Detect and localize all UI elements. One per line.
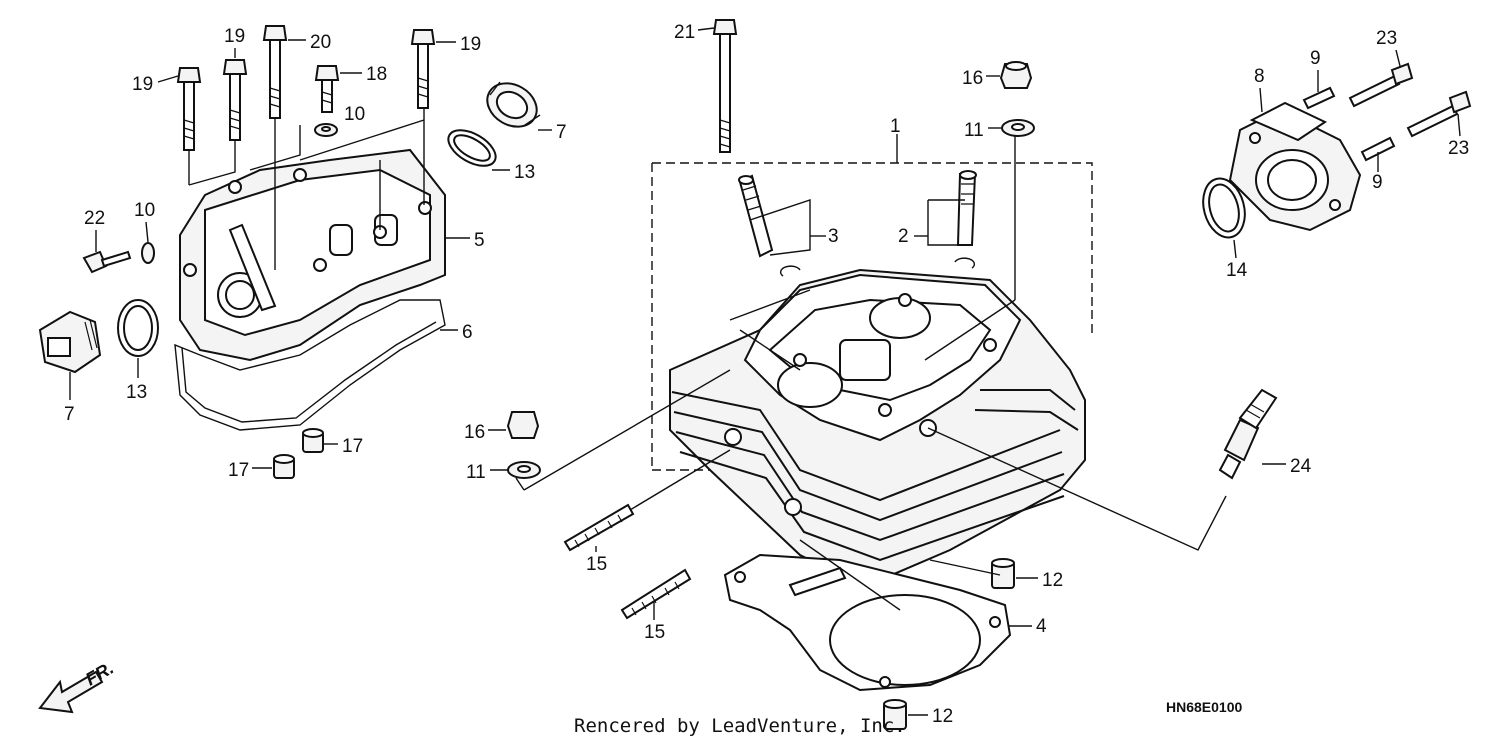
- callout-numbers: 1 2 3 4 5 6 7 7 8 9 9 10 10 11 11 12 12 …: [64, 22, 1469, 727]
- callout-9-upper: 9: [1310, 48, 1321, 69]
- callout-12-upper: 12: [1042, 570, 1063, 591]
- callout-21: 21: [674, 22, 695, 43]
- diagram-code: HN68E0100: [1166, 699, 1242, 715]
- callout-11-lower: 11: [466, 462, 486, 483]
- bolt-18: [314, 65, 340, 113]
- cylinder-head-gasket: [723, 553, 1012, 692]
- callout-13-right: 13: [514, 162, 535, 183]
- callout-17-left: 17: [228, 460, 249, 481]
- callout-18: 18: [366, 64, 387, 85]
- tappet-cap-right: [486, 81, 541, 128]
- callout-23-upper: 23: [1376, 28, 1397, 49]
- callout-6: 6: [462, 322, 473, 343]
- washer-11-lower: [507, 461, 541, 479]
- callout-5: 5: [474, 230, 485, 251]
- dowel-pin-17-right: [302, 428, 324, 453]
- bolt-19-right: [410, 29, 436, 109]
- callout-7-left: 7: [64, 404, 75, 425]
- callout-14: 14: [1226, 260, 1248, 281]
- callout-19-middle: 19: [224, 26, 245, 47]
- stud-9-lower: [1360, 136, 1396, 162]
- intake-pipe: [1228, 101, 1362, 232]
- callout-19-right: 19: [460, 34, 481, 55]
- dowel-pin-12-upper: [991, 558, 1015, 589]
- bolt-21: [712, 19, 738, 153]
- callout-15-lower: 15: [644, 622, 665, 643]
- callout-10-right: 10: [344, 104, 365, 125]
- washer-10-side: [141, 242, 155, 264]
- nut-16-lower: [506, 411, 540, 439]
- o-ring-13-left: [117, 299, 159, 357]
- o-ring-14: [1202, 177, 1246, 239]
- callout-16-lower: 16: [464, 422, 485, 443]
- callout-7-right: 7: [556, 122, 567, 143]
- washer-11-top: [1001, 119, 1035, 137]
- washer-10-top: [314, 123, 338, 137]
- callout-12-lower: 12: [932, 706, 953, 727]
- callout-20: 20: [310, 32, 331, 53]
- callout-13-left: 13: [126, 382, 147, 403]
- head-cover-gasket: [174, 299, 446, 431]
- tappet-cap-left: [38, 310, 102, 374]
- valve-guide-left: [738, 174, 774, 258]
- callout-4: 4: [1036, 616, 1047, 637]
- callout-19-left: 19: [132, 74, 153, 95]
- bolt-19-left: [176, 67, 202, 151]
- nut-16-top: [999, 61, 1033, 89]
- spark-plug: [1218, 388, 1278, 480]
- dowel-pin-12-lower: [883, 699, 907, 730]
- stud-15-lower: [620, 568, 692, 620]
- bolt-22: [82, 250, 132, 274]
- stud-9-upper: [1302, 86, 1336, 110]
- callout-22: 22: [84, 208, 105, 229]
- dowel-pin-17-left: [273, 454, 295, 479]
- bolt-19-middle: [222, 59, 248, 141]
- credit-text: Rencered by LeadVenture, Inc.: [574, 715, 906, 737]
- callout-15-upper: 15: [586, 554, 607, 575]
- callout-24: 24: [1290, 456, 1312, 477]
- callout-17-right: 17: [342, 436, 363, 457]
- callout-2: 2: [898, 226, 909, 247]
- stud-15-upper: [563, 503, 635, 552]
- bolt-23-lower: [1406, 90, 1472, 138]
- callout-3: 3: [828, 226, 839, 247]
- cylinder-head: [669, 268, 1086, 582]
- o-ring-13-right: [447, 129, 497, 167]
- callout-10-left: 10: [134, 200, 155, 221]
- cylinder-head-cover: [179, 148, 446, 362]
- callout-1: 1: [890, 116, 901, 137]
- bolt-20: [262, 25, 288, 119]
- callout-8: 8: [1254, 66, 1265, 87]
- callout-16-top: 16: [962, 68, 983, 89]
- front-direction-arrow: FR.: [38, 658, 117, 714]
- callout-11-top: 11: [964, 120, 984, 141]
- bolt-23-upper: [1348, 62, 1414, 108]
- valve-guide-right: [956, 170, 977, 246]
- callout-9-lower: 9: [1372, 172, 1383, 193]
- callout-23-lower: 23: [1448, 138, 1469, 159]
